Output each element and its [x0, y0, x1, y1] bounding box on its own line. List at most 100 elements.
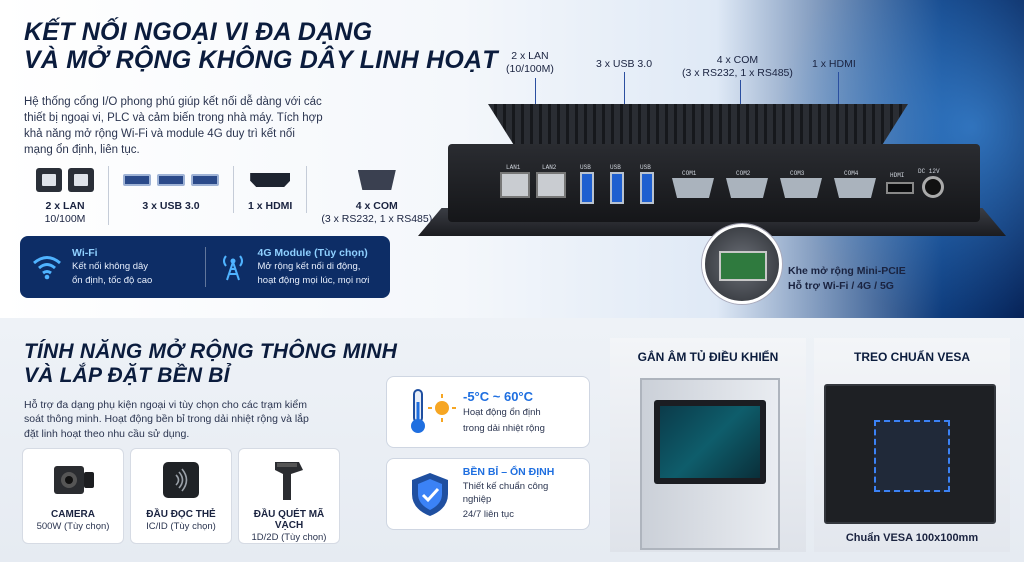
usb-port-2 — [610, 172, 624, 204]
vesa-mount-pattern — [874, 420, 950, 492]
control-cabinet-image — [640, 378, 780, 550]
io-label: 3 x USB 3.0 — [142, 200, 200, 212]
accessory-name: ĐẦU ĐỌC THẺ — [146, 509, 216, 520]
port-tag: HDMI — [890, 172, 905, 179]
io-sub: (3 x RS232, 1 x RS485) — [321, 212, 433, 225]
minipcie-line2: Hỗ trợ Wi-Fi / 4G / 5G — [788, 279, 894, 292]
port-tag: USB — [610, 164, 621, 171]
com-port-1 — [672, 178, 714, 198]
minipcie-zoom-image — [702, 224, 782, 304]
lan-port-1 — [500, 172, 530, 198]
callout-com-line1: 4 x COM — [716, 54, 759, 66]
wifi-icon — [32, 252, 62, 282]
fanless-box-pc-image: LAN1 LAN2 USB USB USB COM1 COM2 COM3 COM… — [418, 104, 1006, 240]
accessory-barcode-scanner: ĐẦU QUÉT MÃ VẠCH 1D/2D (Tùy chọn) — [238, 448, 340, 544]
io-item-lan: 2 x LAN 10/100M — [22, 166, 109, 226]
com-port-icon — [357, 166, 396, 194]
durability-title: BỀN BỈ – ỔN ĐỊNH — [462, 465, 555, 478]
wifi-text-line2: ổn định, tốc độ cao — [72, 275, 153, 286]
antenna-icon — [218, 252, 248, 282]
hdmi-port-icon — [250, 166, 291, 194]
durability-card: BỀN BỈ – ỔN ĐỊNH Thiết kế chuẩn công ngh… — [386, 458, 590, 530]
callout-com-line2: (3 x RS232, 1 x RS485) — [682, 67, 793, 80]
hmi-dashboard-display — [660, 406, 760, 478]
temperature-text-line1: Hoạt động ổn định — [463, 406, 541, 418]
accessory-sub: 1D/2D (Tùy chọn) — [251, 532, 327, 543]
4g-option: 4G Module (Tùy chọn) Mở rộng kết nối di … — [206, 247, 391, 288]
hero-title-line2: VÀ MỞ RỘNG KHÔNG DÂY LINH HOẠT — [24, 46, 498, 74]
io-label: 2 x LAN — [45, 200, 85, 212]
cabinet-mount-title: GẮN ÂM TỦ ĐIỀU KHIỂN — [637, 350, 779, 364]
port-tag: COM2 — [736, 170, 751, 177]
usb-port-3 — [640, 172, 654, 204]
port-tag: USB — [580, 164, 591, 171]
com-port-4 — [834, 178, 876, 198]
lan-port-2 — [536, 172, 566, 198]
hdmi-port — [886, 182, 914, 194]
vesa-mount-panel: TREO CHUẨN VESA Chuẩn VESA 100x100mm — [814, 338, 1010, 552]
io-item-com: 4 x COM (3 x RS232, 1 x RS485) — [307, 166, 446, 225]
port-tag: COM4 — [844, 170, 859, 177]
io-label: 4 x COM — [355, 200, 398, 212]
port-tag: LAN1 — [506, 164, 521, 171]
accessory-list: CAMERA 500W (Tùy chọn) ĐẦU ĐỌC THẺ IC/ID… — [22, 448, 340, 544]
temperature-card: -5°C ~ 60°C Hoạt động ổn định trong dải … — [386, 376, 590, 448]
4g-text-line1: Mở rộng kết nối di động, — [257, 260, 361, 272]
4g-title: 4G Module (Tùy chọn) — [257, 246, 368, 259]
features-title-line1: TÍNH NĂNG MỞ RỘNG THÔNG MINH — [24, 340, 398, 363]
io-sub: 10/100M — [44, 212, 86, 225]
io-item-usb: 3 x USB 3.0 — [109, 166, 234, 213]
minipcie-label: Khe mở rộng Mini-PCIE Hỗ trợ Wi-Fi / 4G … — [788, 264, 906, 293]
accessory-name: ĐẦU QUÉT MÃ VẠCH — [253, 509, 325, 531]
features-title-line2: VÀ LẮP ĐẶT BỀN BỈ — [24, 363, 230, 387]
divider — [204, 247, 206, 287]
usb-port-1 — [580, 172, 594, 204]
port-tag: LAN2 — [542, 164, 557, 171]
card-reader-icon — [151, 455, 211, 505]
hero-title-line1: KẾT NỐI NGOẠI VI ĐA DẠNG — [24, 18, 373, 46]
port-tag: COM1 — [682, 170, 697, 177]
accessory-sub: IC/ID (Tùy chọn) — [146, 521, 216, 532]
accessory-name: CAMERA — [51, 509, 95, 520]
io-port-list: 2 x LAN 10/100M 3 x USB 3.0 1 x HDMI 4 x… — [22, 166, 446, 226]
accessory-sub: 500W (Tùy chọn) — [36, 521, 110, 532]
heatsink-fins — [488, 104, 908, 144]
features-description: Hỗ trợ đa dạng phụ kiện ngoại vi tùy chọ… — [24, 399, 309, 440]
callout-lan: 2 x LAN (10/100M) — [506, 50, 554, 76]
port-tag: USB — [640, 164, 651, 171]
hero-description: Hệ thống cổng I/O phong phú giúp kết nối… — [24, 96, 323, 156]
wifi-text-line1: Kết nối không dây — [72, 260, 149, 272]
accessory-camera: CAMERA 500W (Tùy chọn) — [22, 448, 124, 544]
io-label: 1 x HDMI — [248, 200, 293, 212]
panel-pc-screen — [654, 400, 766, 484]
wireless-options-box: Wi-Fi Kết nối không dây ổn định, tốc độ … — [20, 236, 390, 298]
lan-port-icon — [36, 166, 94, 194]
callout-lan-line1: 2 x LAN — [511, 50, 549, 62]
cabinet-mount-panel: GẮN ÂM TỦ ĐIỀU KHIỂN — [610, 338, 806, 552]
wifi-option: Wi-Fi Kết nối không dây ổn định, tốc độ … — [20, 247, 205, 288]
usb-port-icon — [123, 166, 219, 194]
dc-power-jack — [922, 176, 944, 198]
hero-title: KẾT NỐI NGOẠI VI ĐA DẠNG VÀ MỞ RỘNG KHÔN… — [24, 18, 498, 74]
shield-check-icon — [397, 466, 463, 522]
callout-lan-line2: (10/100M) — [506, 63, 554, 76]
thermometer-sun-icon — [397, 384, 463, 440]
camera-icon — [43, 455, 103, 505]
port-tag: DC 12V — [918, 168, 940, 175]
accessory-card-reader: ĐẦU ĐỌC THẺ IC/ID (Tùy chọn) — [130, 448, 232, 544]
callout-usb: 3 x USB 3.0 — [596, 58, 653, 70]
features-title: TÍNH NĂNG MỞ RỘNG THÔNG MINH VÀ LẮP ĐẶT … — [24, 340, 397, 387]
temperature-text-line2: trong dải nhiệt rộng — [463, 422, 545, 434]
panel-pc-back-image — [824, 384, 996, 524]
durability-text-line2: 24/7 liên tục — [462, 509, 514, 521]
durability-text-line1: Thiết kế chuẩn công nghiệp — [462, 480, 549, 505]
barcode-scanner-icon — [259, 455, 319, 505]
wifi-title: Wi-Fi — [72, 246, 98, 259]
4g-text-line2: hoạt động mọi lúc, mọi nơi — [257, 275, 370, 286]
com-port-2 — [726, 178, 768, 198]
temperature-range: -5°C ~ 60°C — [463, 388, 534, 404]
callout-com: 4 x COM (3 x RS232, 1 x RS485) — [682, 54, 793, 80]
callout-hdmi: 1 x HDMI — [812, 58, 856, 70]
vesa-mount-title: TREO CHUẨN VESA — [853, 350, 970, 364]
minipcie-card — [719, 251, 767, 281]
